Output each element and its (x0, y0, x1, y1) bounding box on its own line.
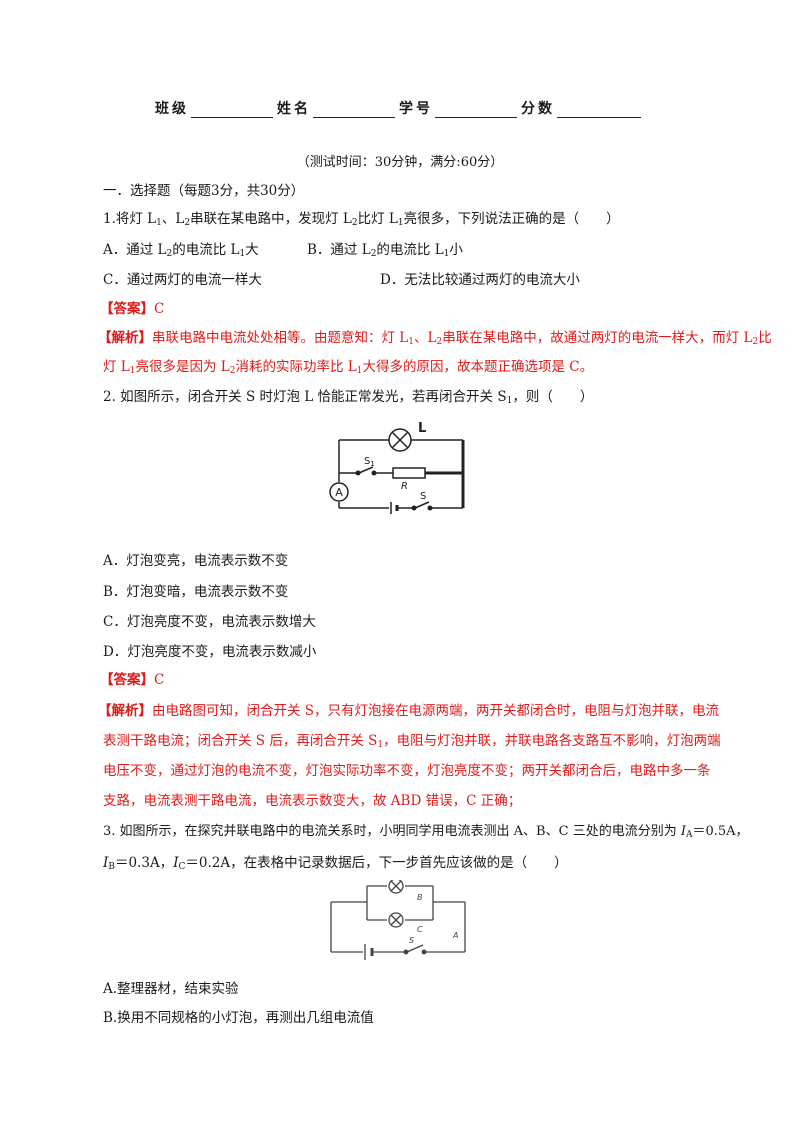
q2-lamp-icon (388, 428, 412, 452)
q2-lamp-label: L (418, 421, 426, 436)
q3-lamp-top-icon (388, 880, 404, 894)
q2-option-b: B．灯泡变暗，电流表示数不变 (103, 584, 289, 600)
q3-option-a: A.整理器材，结束实验 (103, 981, 239, 997)
q3-stem-line1: 3. 如图所示，在探究并联电路中的电流关系时，小明同学用电流表测出 A、B、C … (103, 824, 749, 840)
id-blank[interactable] (435, 103, 517, 118)
q3-b-label: B (417, 893, 423, 902)
q2-analysis-line1: 【解析】由电路图可知，闭合开关 S，只有灯泡接在电源两端，两开关都闭合时，电阻与… (98, 703, 720, 719)
q3-option-b: B.换用不同规格的小灯泡，再测出几组电流值 (103, 1010, 374, 1026)
q2-circuit-diagram: A L S1 R S (329, 421, 465, 514)
q1-option-b: B．通过 L2的电流比 L1小 (307, 242, 463, 259)
q3-c-label: C (417, 925, 423, 934)
name-blank[interactable] (313, 103, 395, 118)
q1-analysis-line1: 【解析】串联电路中电流处处相等。由题意知：灯 L1、L2串联在某电路中，故通过两… (98, 330, 772, 347)
q2-stem: 2. 如图所示，闭合开关 S 时灯泡 L 恰能正常发光，若再闭合开关 S1，则（… (103, 389, 594, 406)
q2-analysis-line2: 表测干路电流；闭合开关 S 后，再闭合开关 S1，电阻与灯泡并联，并联电路各支路… (103, 733, 721, 750)
q2-ammeter-icon (329, 482, 349, 502)
name-label: 姓名 (277, 101, 311, 117)
q2-answer: 【答案】C (100, 672, 165, 688)
q3-circuit-diagram: B C S A (330, 880, 466, 960)
class-blank[interactable] (191, 103, 273, 118)
q2-analysis-line4: 支路，电流表测干路电流，电流表示数变大，故 ABD 错误，C 正确； (103, 793, 522, 809)
q1-option-a: A．通过 L2的电流比 L1大 (103, 242, 259, 259)
q3-a-label: A (452, 931, 458, 940)
q3-switch-icon (406, 944, 424, 953)
q1-stem: 1.将灯 L1、L2串联在某电路中，发现灯 L2比灯 L1亮很多，下列说法正确的… (103, 211, 620, 228)
test-subtitle: （测试时间：30分钟，满分:60分） (296, 155, 504, 170)
q2-option-c: C．灯泡亮度不变，电流表示数增大 (103, 614, 316, 630)
q2-s1-label: S1 (364, 456, 375, 468)
q1-option-c: C．通过两灯的电流一样大 (103, 272, 262, 288)
class-label: 班级 (155, 101, 189, 117)
q2-switch-s-icon (414, 501, 430, 509)
score-label: 分数 (521, 101, 555, 117)
q3-lamp-bottom-icon (388, 912, 404, 928)
header-info: 班级 姓名 学号 分数 (0, 98, 800, 118)
q1-option-d: D．无法比较通过两灯的电流大小 (380, 272, 580, 288)
q3-s-label: S (409, 936, 414, 945)
id-label: 学号 (399, 101, 433, 117)
q2-switch-s1-icon (358, 466, 374, 474)
q1-analysis-line2: 灯 L1亮很多是因为 L2消耗的实际功率比 L1大得多的原因，故本题正确选项是 … (103, 359, 594, 376)
q2-option-a: A．灯泡变亮，电流表示数不变 (103, 553, 289, 569)
q2-option-d: D．灯泡亮度不变，电流表示数减小 (103, 644, 317, 660)
section-title: 一．选择题（每题3分，共30分） (103, 183, 305, 199)
q2-ammeter-label: A (335, 486, 343, 499)
q2-s-label: S (420, 491, 426, 502)
q2-r-label: R (401, 481, 408, 492)
q1-answer: 【答案】C (100, 301, 165, 317)
q3-stem-line2: IB＝0.3A，IC＝0.2A，在表格中记录数据后，下一步首先应该做的是（ ） (103, 855, 568, 872)
q2-analysis-line3: 电压不变，通过灯泡的电流不变，灯泡实际功率不变，灯泡亮度不变；两开关都闭合后，电… (103, 763, 711, 779)
score-blank[interactable] (557, 103, 641, 118)
q2-resistor-icon (392, 467, 426, 479)
